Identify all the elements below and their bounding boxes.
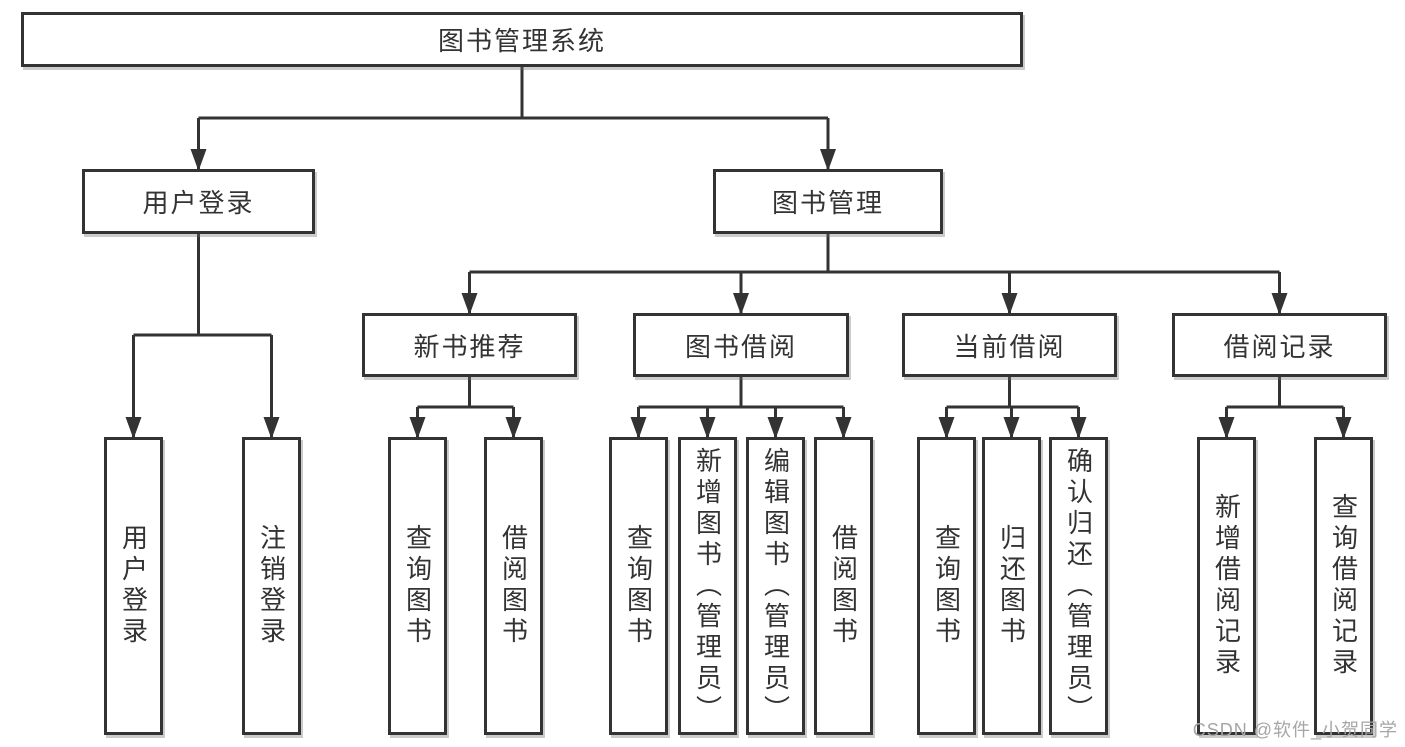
node-root-label: 图书管理系统 (437, 26, 606, 56)
leaf-logout-label: 注销登录 (256, 524, 287, 648)
node-new-book-recommendation: 新书推荐 (362, 313, 577, 377)
node-user-login-label: 用户登录 (142, 188, 255, 218)
leaf-borrowing-query-books-label: 查询图书 (623, 524, 654, 648)
leaf-borrowing-borrow-books-label: 借阅图书 (828, 524, 859, 648)
leaf-current-confirm-return-admin-label: 确认归还（管理员） (1063, 446, 1094, 726)
node-current-borrowing: 当前借阅 (902, 313, 1117, 377)
leaf-records-query-record: 查询借阅记录 (1314, 437, 1373, 735)
leaf-borrowing-edit-books-admin: 编辑图书（管理员） (746, 437, 805, 735)
leaf-records-add-record: 新增借阅记录 (1197, 437, 1256, 735)
leaf-borrowing-add-books-admin: 新增图书（管理员） (678, 437, 737, 735)
leaf-records-add-record-label: 新增借阅记录 (1211, 493, 1242, 679)
leaf-current-query-books-label: 查询图书 (931, 524, 962, 648)
node-root-system: 图书管理系统 (21, 12, 1023, 67)
leaf-current-query-books: 查询图书 (917, 437, 976, 735)
leaf-current-return-books-label: 归还图书 (996, 524, 1027, 648)
node-user-login-branch: 用户登录 (82, 169, 315, 234)
leaf-newrec-borrow-books-label: 借阅图书 (498, 524, 529, 648)
node-book-management-label: 图书管理 (771, 188, 884, 218)
node-current-borrowing-label: 当前借阅 (953, 331, 1066, 362)
node-book-management-branch: 图书管理 (713, 169, 943, 234)
leaf-newrec-query-books-label: 查询图书 (402, 524, 433, 648)
leaf-records-query-record-label: 查询借阅记录 (1328, 493, 1359, 679)
leaf-user-login: 用户登录 (104, 437, 163, 735)
leaf-borrowing-query-books: 查询图书 (609, 437, 668, 735)
node-new-book-recommendation-label: 新书推荐 (413, 331, 526, 362)
csdn-watermark: CSDN @软件_小贺同学 (1192, 720, 1398, 740)
leaf-current-return-books: 归还图书 (982, 437, 1041, 735)
leaf-current-confirm-return-admin: 确认归还（管理员） (1049, 437, 1108, 735)
leaf-borrowing-edit-books-admin-label: 编辑图书（管理员） (760, 446, 791, 726)
leaf-logout: 注销登录 (242, 437, 301, 735)
leaf-borrowing-add-books-admin-label: 新增图书（管理员） (692, 446, 723, 726)
leaf-newrec-query-books: 查询图书 (388, 437, 447, 735)
node-borrowing-records: 借阅记录 (1172, 313, 1387, 377)
leaf-user-login-label: 用户登录 (118, 524, 149, 648)
node-book-borrowing: 图书借阅 (633, 313, 849, 377)
leaf-newrec-borrow-books: 借阅图书 (484, 437, 543, 735)
node-borrowing-records-label: 借阅记录 (1223, 331, 1336, 362)
node-book-borrowing-label: 图书借阅 (684, 331, 797, 362)
leaf-borrowing-borrow-books: 借阅图书 (814, 437, 873, 735)
